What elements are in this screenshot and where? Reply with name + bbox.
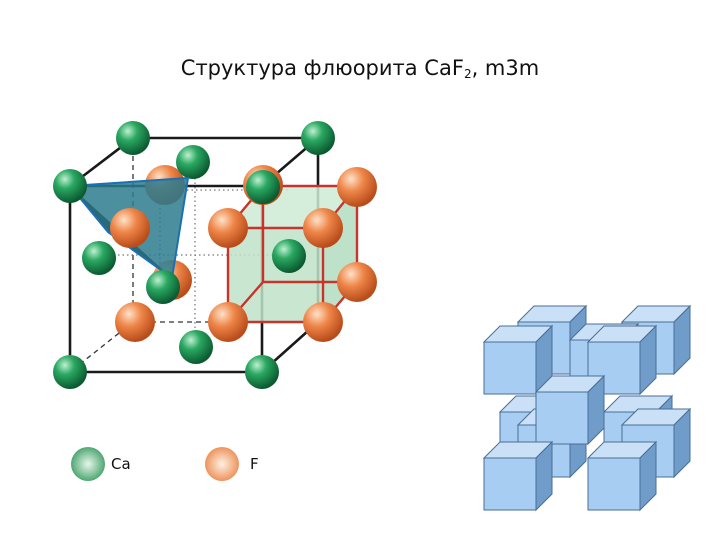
cube-block-structure: [482, 304, 692, 512]
title-subscript: 2: [463, 67, 472, 81]
block-cube: [586, 440, 658, 512]
ca-sphere: [116, 121, 150, 155]
title-suffix: , m3m: [471, 56, 540, 80]
block-cube: [482, 324, 554, 396]
block-cube: [482, 440, 554, 512]
f-sphere: [115, 302, 155, 342]
ca-sphere: [146, 270, 180, 304]
f-sphere: [110, 208, 150, 248]
f-sphere: [337, 262, 377, 302]
page-title: Структура флюорита CaF2, m3m: [0, 56, 720, 81]
f-sphere: [208, 302, 248, 342]
ca-sphere: [245, 355, 279, 389]
f-sphere: [208, 208, 248, 248]
ca-sphere: [82, 241, 116, 275]
ca-sphere: [246, 170, 280, 204]
f-sphere: [303, 208, 343, 248]
ca-sphere: [301, 121, 335, 155]
ca-sphere: [272, 239, 306, 273]
block-cube: [534, 374, 606, 446]
ca-sphere: [179, 330, 213, 364]
title-text: Структура флюорита CaF: [180, 56, 464, 80]
legend-ca-swatch: [71, 447, 105, 481]
f-sphere: [337, 167, 377, 207]
ca-sphere: [53, 169, 87, 203]
legend-f-label: F: [250, 455, 259, 473]
f-sphere: [303, 302, 343, 342]
legend-f-swatch: [205, 447, 239, 481]
legend-ca-label: Ca: [111, 455, 131, 473]
ca-sphere: [176, 145, 210, 179]
ca-sphere: [53, 355, 87, 389]
